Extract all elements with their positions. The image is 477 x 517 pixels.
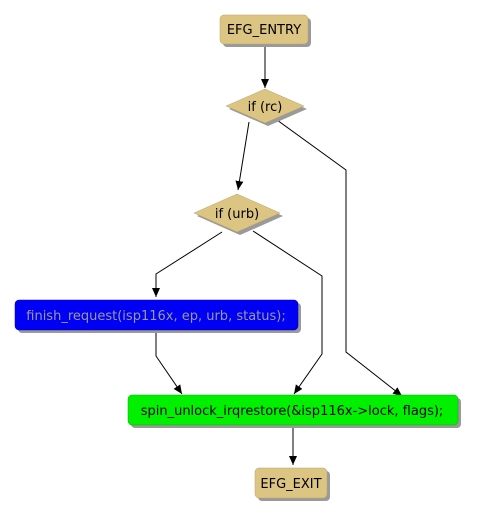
if-rc-node-label: if (rc) <box>248 100 283 115</box>
spin-unlock-node: spin_unlock_irqrestore(&isp116x->lock, f… <box>127 394 461 428</box>
finish-request-node-box <box>14 299 299 331</box>
edge-if-rc-to-if-urb <box>235 121 250 191</box>
entry-node-label: EFG_ENTRY <box>227 23 301 38</box>
spin-unlock-node-box <box>127 394 459 426</box>
if-rc-node-diamond <box>225 88 305 124</box>
finish-request-node: finish_request(isp116x, ep, urb, status)… <box>14 299 301 333</box>
edge-if-rc-to-unlock <box>276 119 403 397</box>
spin-unlock-node-label: spin_unlock_irqrestore(&isp116x->lock, f… <box>141 404 444 419</box>
entry-node-box <box>219 14 309 45</box>
if-urb-node-diamond <box>193 193 281 233</box>
edge-finish-request-to-unlock <box>155 330 183 395</box>
edge-if-urb-to-unlock <box>252 230 323 395</box>
edge-if-urb-to-finish-request <box>152 231 223 297</box>
if-urb-node: if (urb) <box>193 193 283 235</box>
exit-node: EFG_EXIT <box>254 467 330 501</box>
exit-node-box <box>254 467 328 499</box>
exit-node-label: EFG_EXIT <box>260 477 321 492</box>
edges <box>152 45 403 465</box>
if-rc-node: if (rc) <box>225 88 307 126</box>
entry-node: EFG_ENTRY <box>219 14 311 47</box>
if-urb-node-label: if (urb) <box>215 207 259 222</box>
finish-request-node-label: finish_request(isp116x, ep, urb, status)… <box>26 309 285 324</box>
